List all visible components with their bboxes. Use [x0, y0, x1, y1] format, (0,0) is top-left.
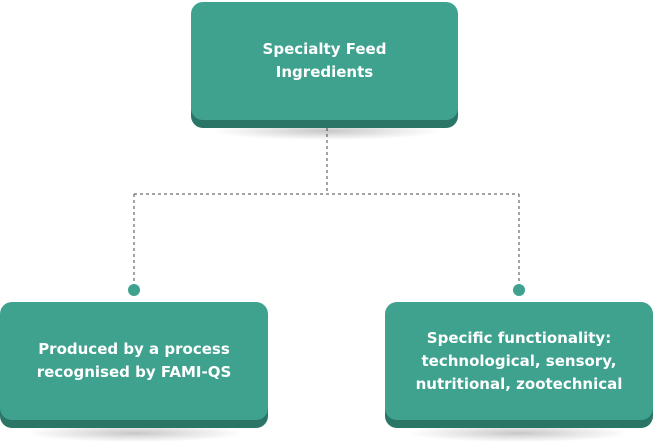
child-node-fami-qs: Produced by a process recognised by FAMI…	[0, 302, 268, 420]
child-node-functionality-label: Specific functionality: technological, s…	[415, 328, 623, 393]
left-node-shadow	[28, 424, 242, 442]
child-node-fami-qs-label: Produced by a process recognised by FAMI…	[36, 340, 232, 381]
right-node-shadow	[410, 424, 628, 442]
root-node: Specialty Feed Ingredients	[191, 2, 458, 120]
root-node-shadow	[215, 122, 439, 140]
connector-dot-left	[128, 284, 140, 296]
child-node-functionality: Specific functionality: technological, s…	[385, 302, 653, 420]
root-node-label: Specialty Feed Ingredients	[262, 40, 387, 81]
connector-dot-right	[513, 284, 525, 296]
